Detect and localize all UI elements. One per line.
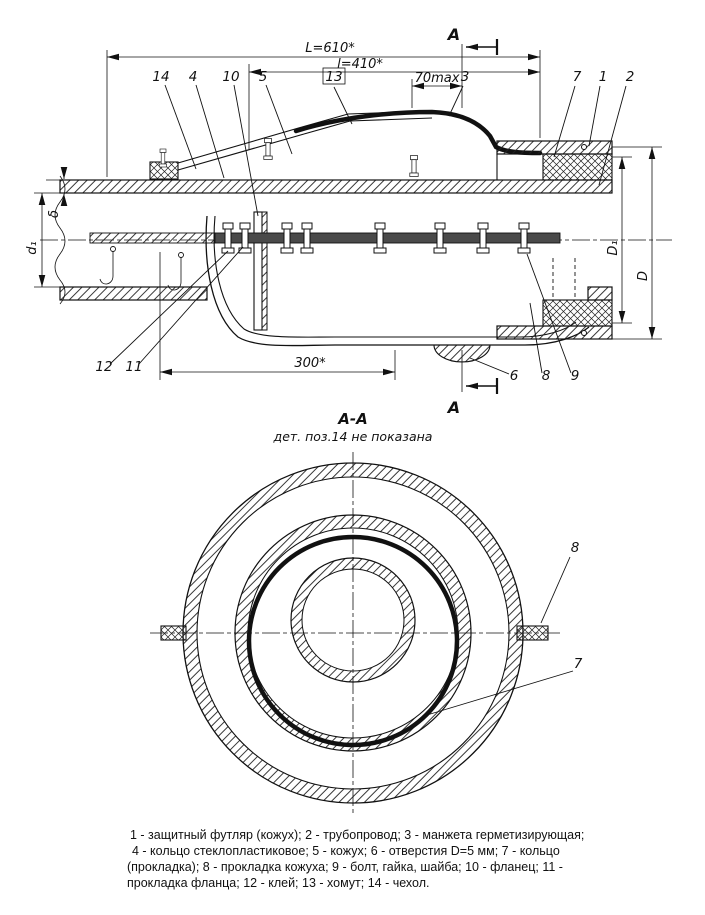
pipe-top-wall (59, 179, 613, 194)
pipe-bottom-wall-right (587, 286, 613, 301)
callout-6: 6 (510, 368, 519, 384)
section-marks: А А (446, 25, 499, 417)
callout-1: 1 (599, 69, 608, 85)
callout-8: 8 (542, 368, 551, 384)
legend-line-1: 1 - защитный футляр (кожух); 2 - трубопр… (130, 828, 584, 842)
callout-13-box (322, 67, 346, 85)
split-line-left (89, 232, 216, 244)
upper-casing (149, 109, 613, 181)
dim-D-label: D (636, 271, 651, 281)
flange-gasket (261, 211, 268, 331)
dimensions: L=610* l=410* 70max 300* δ d₁ D₁ (25, 41, 662, 392)
end-ring-bottom (542, 299, 613, 327)
legend-line-3: (прокладка); 8 - прокладка кожуха; 9 - б… (127, 860, 563, 874)
dim-70max-label: 70max (415, 71, 460, 86)
bolt-icon (263, 138, 273, 160)
callout-12: 12 (95, 359, 112, 375)
casing-hump-inner (303, 117, 433, 135)
part-callouts: 14 4 10 5 13 3 7 1 2 12 11 6 8 (95, 67, 635, 384)
callout-7: 7 (573, 69, 582, 85)
section-callout-8: 8 (571, 540, 580, 556)
lower-casing (89, 211, 613, 363)
casing-slope-inner (177, 133, 305, 171)
parts-legend: 1 - защитный футляр (кожух); 2 - трубопр… (127, 828, 584, 890)
dim-300-label: 300* (294, 356, 326, 371)
casing-top-wall (496, 140, 613, 155)
casing-bottom-outer (205, 215, 590, 347)
hook-eye-left (110, 246, 116, 252)
dim-L-label: L=610* (305, 41, 355, 56)
section-view-note: дет. поз.14 не показана (273, 429, 433, 444)
end-screw-bottom (581, 330, 587, 336)
legend-line-2: 4 - кольцо стеклопластиковое; 5 - кожух;… (132, 844, 560, 858)
gasket-band (214, 232, 561, 244)
bolt-icon (159, 148, 167, 168)
section-view-title: А-А (337, 410, 367, 428)
casing-slope-outer (177, 126, 303, 164)
nipple-right (516, 625, 549, 641)
dim-l-label: l=410* (337, 57, 383, 72)
callout-4: 4 (189, 69, 198, 85)
section-callout-7: 7 (574, 656, 583, 672)
legend-line-4: прокладка фланца; 12 - клей; 13 - хомут;… (127, 876, 429, 890)
hook-fitting-right (167, 256, 182, 291)
dim-d1-label: d₁ (25, 241, 40, 254)
hook-fitting-left (99, 250, 114, 285)
callout-10: 10 (222, 69, 239, 85)
end-screw-top (581, 144, 587, 150)
section-letter-top: А (446, 25, 460, 44)
flange-plate (253, 211, 263, 331)
dim-delta-label: δ (47, 210, 62, 218)
hook-eye-right (178, 252, 184, 258)
nipple-left (160, 625, 187, 641)
pipe-bottom-wall-left (59, 286, 208, 301)
section-aa-view: А-А дет. поз.14 не показана 8 7 (150, 410, 583, 813)
callout-2: 2 (626, 69, 635, 85)
longitudinal-view: L=610* l=410* 70max 300* δ d₁ D₁ (25, 25, 672, 417)
callout-5: 5 (259, 69, 268, 85)
dim-D1-label: D₁ (606, 240, 621, 255)
callout-13: 13 (325, 69, 342, 85)
end-ring-top (542, 153, 613, 181)
callout-3: 3 (461, 69, 470, 85)
bolt-icon (409, 155, 419, 177)
section-letter-bottom: А (446, 398, 460, 417)
callout-14: 14 (152, 69, 169, 85)
callout-9: 9 (571, 368, 580, 384)
callout-11: 11 (125, 359, 142, 375)
